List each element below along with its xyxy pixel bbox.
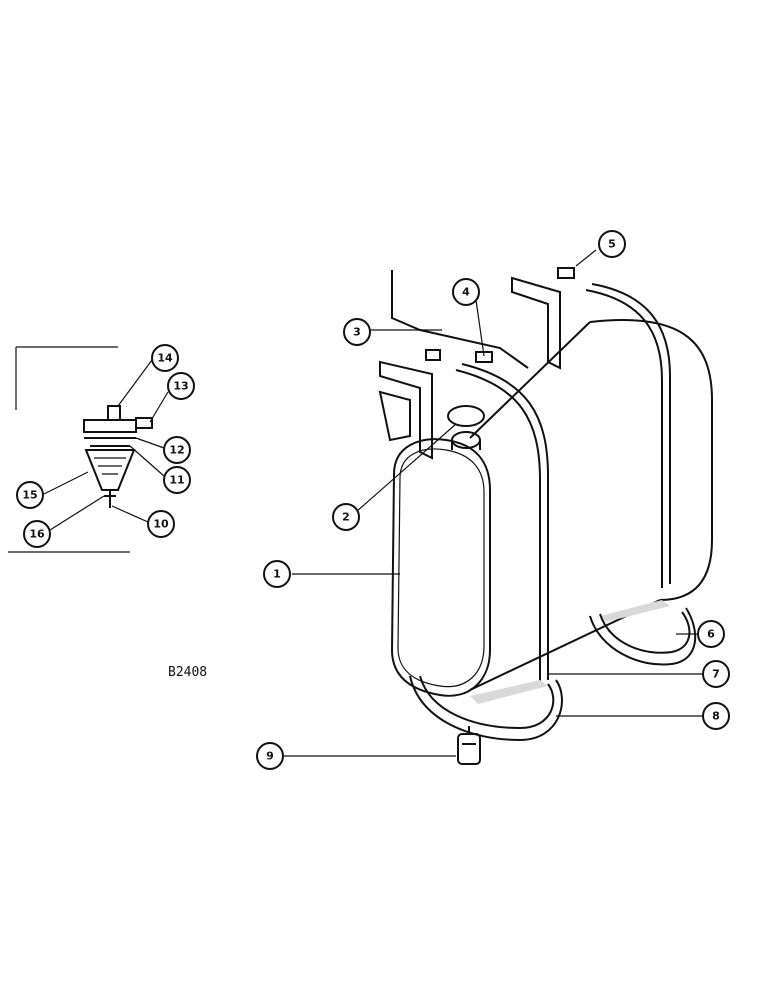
callout-10: 10 (147, 510, 175, 538)
callout-13: 13 (167, 372, 195, 400)
tank-cradles (409, 600, 697, 742)
svg-text:10: 10 (153, 518, 169, 531)
svg-text:14: 14 (157, 352, 173, 365)
svg-text:12: 12 (169, 444, 184, 457)
svg-text:7: 7 (712, 668, 720, 681)
callout-2: 2 (332, 503, 360, 531)
svg-text:4: 4 (462, 286, 470, 299)
callout-5: 5 (598, 230, 626, 258)
callout-14: 14 (151, 344, 179, 372)
callout-11: 11 (163, 466, 191, 494)
svg-text:8: 8 (712, 710, 720, 723)
svg-text:16: 16 (29, 528, 45, 541)
svg-text:5: 5 (608, 238, 616, 251)
svg-text:9: 9 (266, 750, 274, 763)
callout-4: 4 (452, 278, 480, 306)
callout-1: 1 (263, 560, 291, 588)
svg-text:1: 1 (273, 568, 281, 581)
svg-text:13: 13 (173, 380, 188, 393)
callout-3: 3 (343, 318, 371, 346)
callout-6: 6 (697, 620, 725, 648)
svg-text:11: 11 (169, 474, 184, 487)
svg-text:6: 6 (707, 628, 715, 641)
filler-cap (447, 405, 485, 450)
callout-16: 16 (23, 520, 51, 548)
mounting-brackets (378, 276, 561, 460)
callout-9: 9 (256, 742, 284, 770)
tank-straps (455, 283, 671, 686)
filter-inset (8, 346, 130, 553)
svg-text:3: 3 (353, 326, 361, 339)
figure-code: B2408 (168, 665, 207, 680)
svg-text:15: 15 (22, 489, 37, 502)
callout-8: 8 (702, 702, 730, 730)
callout-7: 7 (702, 660, 730, 688)
callout-12: 12 (163, 436, 191, 464)
fuel-tank (390, 319, 713, 697)
fuel-filter-assembly (83, 405, 153, 508)
leader-lines (43, 249, 704, 757)
svg-text:2: 2 (342, 511, 350, 524)
callout-15: 15 (16, 481, 44, 509)
drain-valve (457, 726, 481, 765)
